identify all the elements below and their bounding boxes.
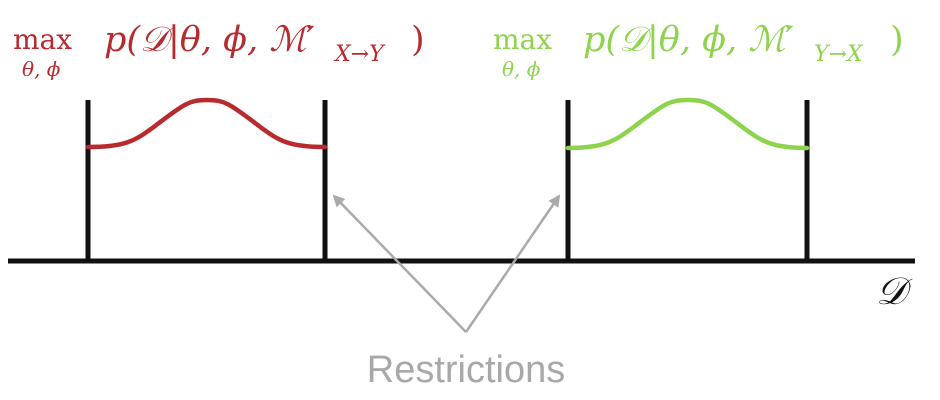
left-closing-paren: ) <box>411 20 425 60</box>
right-restriction-arrow <box>464 194 561 333</box>
left-restriction-region <box>85 97 328 261</box>
restrictions-label: Restrictions <box>367 349 566 391</box>
data-axis-label: 𝒟 <box>876 269 913 313</box>
left-likelihood-curve <box>85 97 328 150</box>
left-max-subscript: θ, ϕ <box>22 57 61 81</box>
left-model-subscript: X→Y <box>333 42 386 67</box>
right-formula: max θ, ϕ p(𝒟|θ, ϕ, ℳ′ Y→X ) <box>493 20 904 81</box>
left-likelihood-expression: p(𝒟|θ, ϕ, ℳ′ <box>104 20 315 60</box>
restrictions-annotation: Restrictions <box>332 194 566 391</box>
left-formula: max θ, ϕ p(𝒟|θ, ϕ, ℳ′ X→Y ) <box>13 20 425 81</box>
right-max-subscript: θ, ϕ <box>502 57 541 81</box>
right-closing-paren: ) <box>890 20 904 60</box>
right-model-subscript: Y→X <box>814 42 864 67</box>
left-max-operator: max <box>13 23 72 56</box>
right-likelihood-curve <box>565 97 810 151</box>
left-restriction-arrow <box>332 194 467 333</box>
right-restriction-region <box>565 97 810 261</box>
right-max-operator: max <box>493 23 552 56</box>
right-likelihood-expression: p(𝒟|θ, ϕ, ℳ′ <box>583 20 794 60</box>
